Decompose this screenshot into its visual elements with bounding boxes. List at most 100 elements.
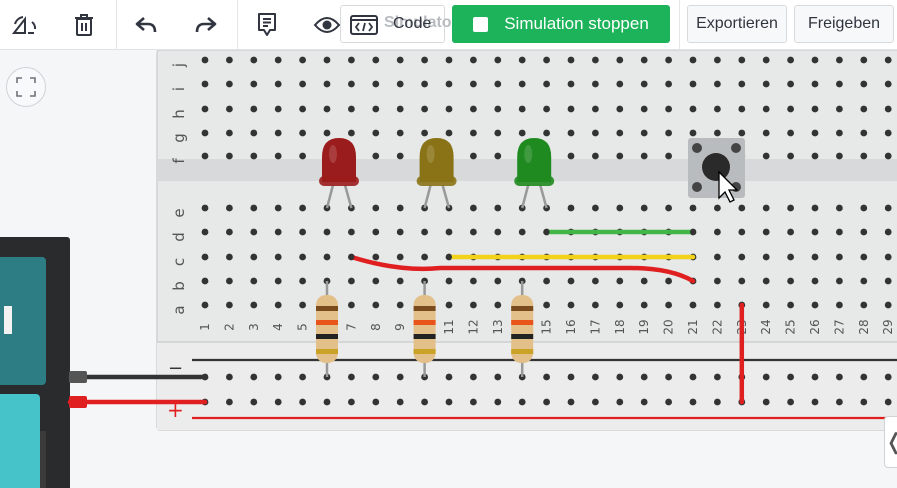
hole[interactable] [543,301,550,309]
rail-hole[interactable] [860,373,868,381]
hole[interactable] [421,253,428,261]
hole[interactable] [884,105,892,113]
hole[interactable] [762,301,770,309]
hole[interactable] [250,56,258,64]
hole[interactable] [836,80,843,88]
hole[interactable] [665,301,672,309]
hole[interactable] [884,228,892,236]
rail-hole[interactable] [494,373,502,381]
rail-hole[interactable] [787,398,794,406]
led-green[interactable] [514,138,555,209]
hole[interactable] [201,301,209,309]
hole[interactable] [860,152,868,160]
hole[interactable] [787,204,794,212]
hole[interactable] [592,80,599,88]
hole[interactable] [323,80,331,88]
hole[interactable] [714,80,721,88]
rail-hole[interactable] [226,398,233,406]
wire-red-button[interactable] [349,254,696,284]
fit-view-button[interactable] [6,67,46,107]
rail-hole[interactable] [299,373,306,381]
hole[interactable] [738,56,746,64]
hole[interactable] [738,80,746,88]
hole[interactable] [592,56,599,64]
hole[interactable] [470,204,477,212]
hole[interactable] [372,152,380,160]
hole[interactable] [836,56,843,64]
hole[interactable] [811,80,819,88]
hole[interactable] [445,129,453,137]
hole[interactable] [665,105,672,113]
hole[interactable] [787,228,794,236]
hole[interactable] [811,228,819,236]
hole[interactable] [738,277,746,285]
hole[interactable] [274,204,282,212]
hole[interactable] [640,56,648,64]
hole[interactable] [470,80,477,88]
hole[interactable] [787,80,794,88]
hole[interactable] [201,129,209,137]
components[interactable] [316,138,745,377]
rail-hole[interactable] [274,398,282,406]
hole[interactable] [811,152,819,160]
hole[interactable] [616,301,624,309]
hole[interactable] [421,105,428,113]
hole[interactable] [396,228,404,236]
hole[interactable] [299,228,306,236]
hole[interactable] [884,80,892,88]
hole[interactable] [396,129,404,137]
rail-hole[interactable] [787,373,794,381]
hole[interactable] [274,56,282,64]
hole[interactable] [372,105,380,113]
hole[interactable] [470,228,477,236]
hole[interactable] [567,80,575,88]
rail-hole[interactable] [762,373,770,381]
hole[interactable] [518,129,526,137]
hole[interactable] [860,253,868,261]
rail-hole[interactable] [714,398,721,406]
hole[interactable] [689,80,697,88]
hole[interactable] [640,129,648,137]
share-button[interactable]: Freigeben [794,5,894,43]
hole[interactable] [421,56,428,64]
hole[interactable] [445,301,453,309]
hole[interactable] [811,129,819,137]
hole[interactable] [201,228,209,236]
hole[interactable] [201,277,209,285]
hole[interactable] [348,129,355,137]
hole[interactable] [396,152,404,160]
hole[interactable] [226,204,233,212]
rail-hole[interactable] [689,373,697,381]
rail-hole[interactable] [274,373,282,381]
hole[interactable] [592,277,599,285]
hole[interactable] [884,129,892,137]
hole[interactable] [396,277,404,285]
hole[interactable] [762,129,770,137]
hole[interactable] [738,105,746,113]
hole[interactable] [250,253,258,261]
rail-hole[interactable] [543,373,550,381]
stop-simulation-button[interactable]: Simulation stoppen [452,5,670,43]
hole[interactable] [665,152,672,160]
rail-hole[interactable] [543,398,550,406]
hole[interactable] [543,56,550,64]
hole[interactable] [689,105,697,113]
hole[interactable] [787,301,794,309]
hole[interactable] [201,152,209,160]
hole[interactable] [299,152,306,160]
hole[interactable] [714,204,721,212]
hole[interactable] [884,301,892,309]
hole[interactable] [714,301,721,309]
hole[interactable] [372,253,380,261]
hole[interactable] [299,56,306,64]
rail-hole[interactable] [445,398,453,406]
hole[interactable] [640,277,648,285]
rail-hole[interactable] [665,373,672,381]
hole[interactable] [470,301,477,309]
hole[interactable] [470,56,477,64]
hole[interactable] [543,80,550,88]
hole[interactable] [616,204,624,212]
hole[interactable] [884,253,892,261]
hole[interactable] [470,105,477,113]
hole[interactable] [421,228,428,236]
